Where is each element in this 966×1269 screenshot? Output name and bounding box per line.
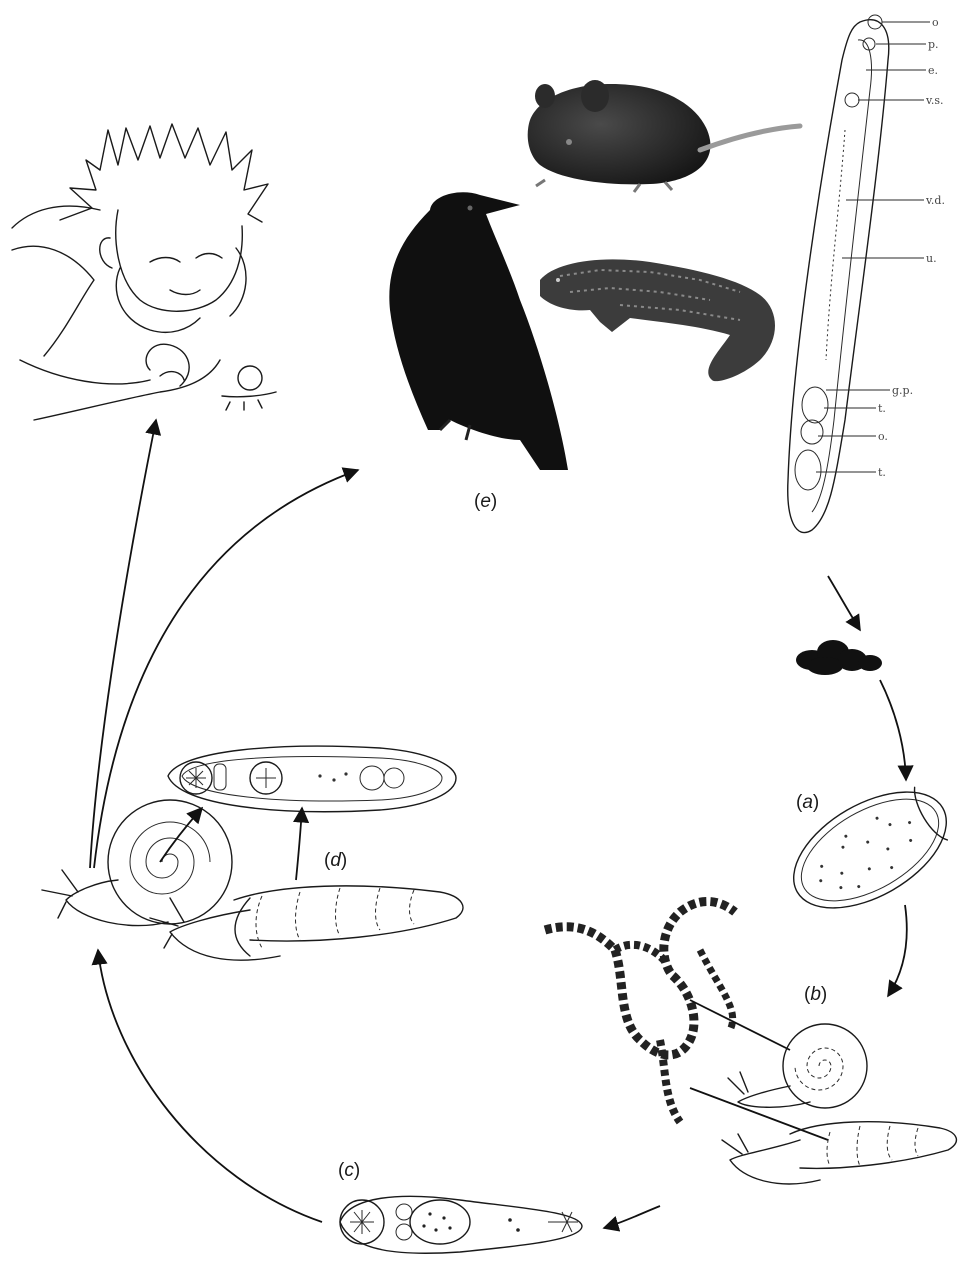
arrow-snail-to-cercaria bbox=[604, 1206, 660, 1228]
arrow-turret-snail-to-metacercaria bbox=[296, 808, 302, 880]
svg-text:v.d.: v.d. bbox=[925, 194, 945, 207]
svg-text:u.: u. bbox=[926, 252, 937, 265]
worm-label-testis-1: t. bbox=[878, 402, 886, 415]
worm-label-oral-sucker: o bbox=[932, 16, 939, 29]
arrow-cercaria-to-second-host bbox=[98, 950, 322, 1222]
sporocyst-chain-drawing bbox=[545, 901, 828, 1140]
human-host-drawing bbox=[12, 124, 276, 420]
svg-text:g.p.: g.p. bbox=[892, 384, 913, 397]
panel-label-a: (a) bbox=[796, 792, 819, 813]
worm-label-ventral-sucker: v.s. bbox=[925, 94, 944, 107]
worm-label-uterus: u. bbox=[926, 252, 937, 265]
panel-label-e: (e) bbox=[474, 491, 497, 512]
arrow-planorbid-to-metacercaria bbox=[160, 808, 202, 862]
adult-worm-drawing: o p. e. v.s. v.d. u. g.p. t. o. t. bbox=[788, 15, 945, 533]
worm-label-testis-2: t. bbox=[878, 466, 886, 479]
panel-label-b: (b) bbox=[804, 984, 827, 1005]
metacercaria-drawing bbox=[168, 746, 456, 812]
turret-snail-b bbox=[722, 1122, 956, 1184]
svg-text:o: o bbox=[932, 16, 939, 29]
worm-label-esophagus: e. bbox=[928, 64, 938, 77]
mouse-host-photo bbox=[528, 80, 800, 192]
turret-snail-d bbox=[150, 886, 463, 960]
worm-label-genital-pore: g.p. bbox=[892, 384, 913, 397]
svg-text:e.: e. bbox=[928, 64, 938, 77]
lizard-host-photo bbox=[540, 259, 775, 381]
svg-text:v.s.: v.s. bbox=[925, 94, 944, 107]
arrow-feces-to-egg bbox=[880, 680, 906, 780]
worm-label-pharynx: p. bbox=[928, 38, 939, 51]
panel-label-c: (c) bbox=[338, 1160, 360, 1181]
svg-text:p.: p. bbox=[928, 38, 939, 51]
svg-text:t.: t. bbox=[878, 466, 886, 479]
arrow-worm-to-feces bbox=[828, 576, 860, 630]
planorbid-snail-d bbox=[42, 800, 232, 926]
planorbid-snail-b bbox=[728, 1024, 867, 1108]
worm-label-vitelline-duct: v.d. bbox=[925, 194, 945, 207]
feces-drawing bbox=[796, 640, 882, 675]
cercaria-drawing bbox=[340, 1196, 582, 1253]
arrow-snail-to-human bbox=[90, 420, 156, 868]
panel-label-d: (d) bbox=[324, 850, 347, 871]
crow-host-photo bbox=[389, 192, 568, 470]
worm-label-ovary: o. bbox=[878, 430, 888, 443]
svg-text:o.: o. bbox=[878, 430, 888, 443]
arrow-snail-to-animal-hosts bbox=[94, 470, 358, 868]
svg-text:t.: t. bbox=[878, 402, 886, 415]
arrow-egg-to-snail bbox=[888, 905, 907, 996]
